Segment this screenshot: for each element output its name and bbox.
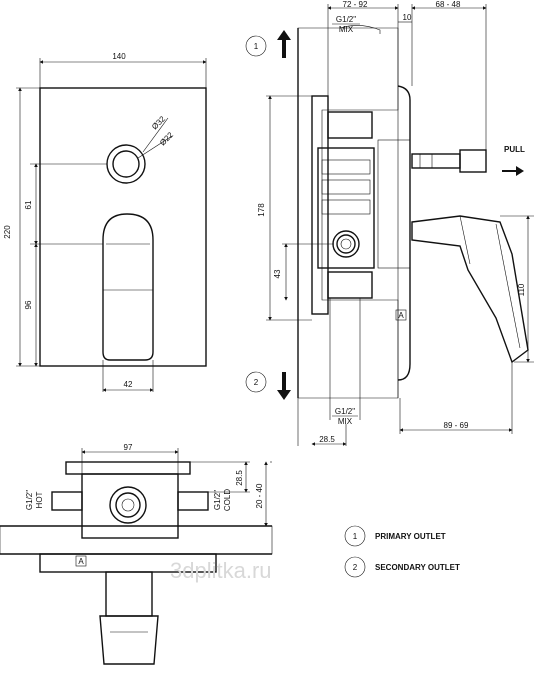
top-gap-dimension: 10 (403, 13, 412, 22)
hot-inlet (51, 491, 83, 511)
lower-offset-dimension: 96 (24, 300, 33, 309)
outer-diameter-dimension: Ø32 (150, 114, 167, 131)
upper-offset-dimension: 61 (24, 200, 33, 209)
down-arrow-icon (277, 372, 291, 400)
handle-depth-dimension: 89 - 69 (444, 421, 469, 430)
legend-number-1: 1 (353, 532, 358, 541)
cold-thread: G1/2" (213, 490, 222, 510)
side-marker-a: A (398, 311, 404, 320)
bottom-handle (99, 615, 159, 665)
bottom-wall-section (0, 525, 273, 555)
diverter-knob (459, 149, 487, 173)
valve-body (317, 147, 375, 269)
top-mix-label: MIX (339, 25, 354, 34)
legend-label-primary: PRIMARY OUTLET (375, 532, 446, 541)
hot-thread: G1/2" (25, 490, 34, 510)
bottom-depth-dimension: 28.5 (235, 470, 244, 486)
legend-label-secondary: SECONDARY OUTLET (375, 563, 460, 572)
bottom-view: A 97 G1/2" HOT G1/2" COLD 28.5 20 - 40 (0, 443, 273, 665)
side-view: A 72 - 92 G1/2" MIX 10 68 - 48 178 43 11… (245, 0, 534, 446)
bottom-width-dimension: 97 (124, 443, 133, 452)
pull-label: PULL (504, 145, 525, 154)
bottom-stem (105, 571, 153, 617)
height-total-dimension: 178 (257, 203, 266, 217)
body-flange (311, 95, 329, 315)
legend-number-2: 2 (353, 563, 358, 572)
bottom-valve-body (81, 473, 179, 539)
diverter-inner-ring (112, 150, 140, 178)
handle-width-dimension: 42 (124, 380, 133, 389)
handle-height-dimension: 110 (517, 283, 526, 296)
top-mix-thread: G1/2" (336, 15, 356, 24)
watermark: 3dplitka.ru (170, 558, 272, 583)
top-mix-range-dimension: 72 - 92 (343, 0, 368, 9)
outlet-1-number: 1 (254, 42, 259, 51)
side-cover-plate (397, 85, 411, 381)
up-arrow-icon (277, 30, 291, 58)
front-view: 140 220 61 96 42 Ø32 Ø22 (3, 52, 207, 392)
pull-arrow-icon (502, 166, 524, 176)
width-dimension: 140 (112, 52, 126, 61)
cold-label: COLD (223, 489, 232, 511)
inner-diameter-dimension: Ø22 (158, 130, 175, 147)
wall-section (297, 27, 399, 399)
bottom-marker-a: A (78, 557, 84, 566)
legend-marker-1 (344, 525, 366, 547)
hot-label: HOT (35, 491, 44, 508)
legend-marker-2 (344, 556, 366, 578)
diverter-stem (411, 153, 461, 169)
outlet-2-marker (245, 371, 267, 393)
outlet-1-marker (245, 35, 267, 57)
bottom-mix-thread: G1/2" (335, 407, 355, 416)
outlet-2-number: 2 (254, 378, 259, 387)
legend: 1 PRIMARY OUTLET 2 SECONDARY OUTLET (344, 525, 460, 578)
wall-range-dimension: 20 - 40 (255, 483, 264, 508)
cold-inlet (177, 491, 209, 511)
mixer-handle (102, 213, 154, 361)
mounting-plate (65, 461, 191, 475)
cover-plate (39, 87, 207, 367)
height-lower-dimension: 43 (273, 269, 282, 278)
side-handle (411, 215, 529, 364)
bottom-mix-label: MIX (338, 417, 353, 426)
bottom-offset-dimension: 28.5 (319, 435, 335, 444)
top-projection-dimension: 68 - 48 (436, 0, 461, 9)
height-dimension: 220 (3, 225, 12, 239)
